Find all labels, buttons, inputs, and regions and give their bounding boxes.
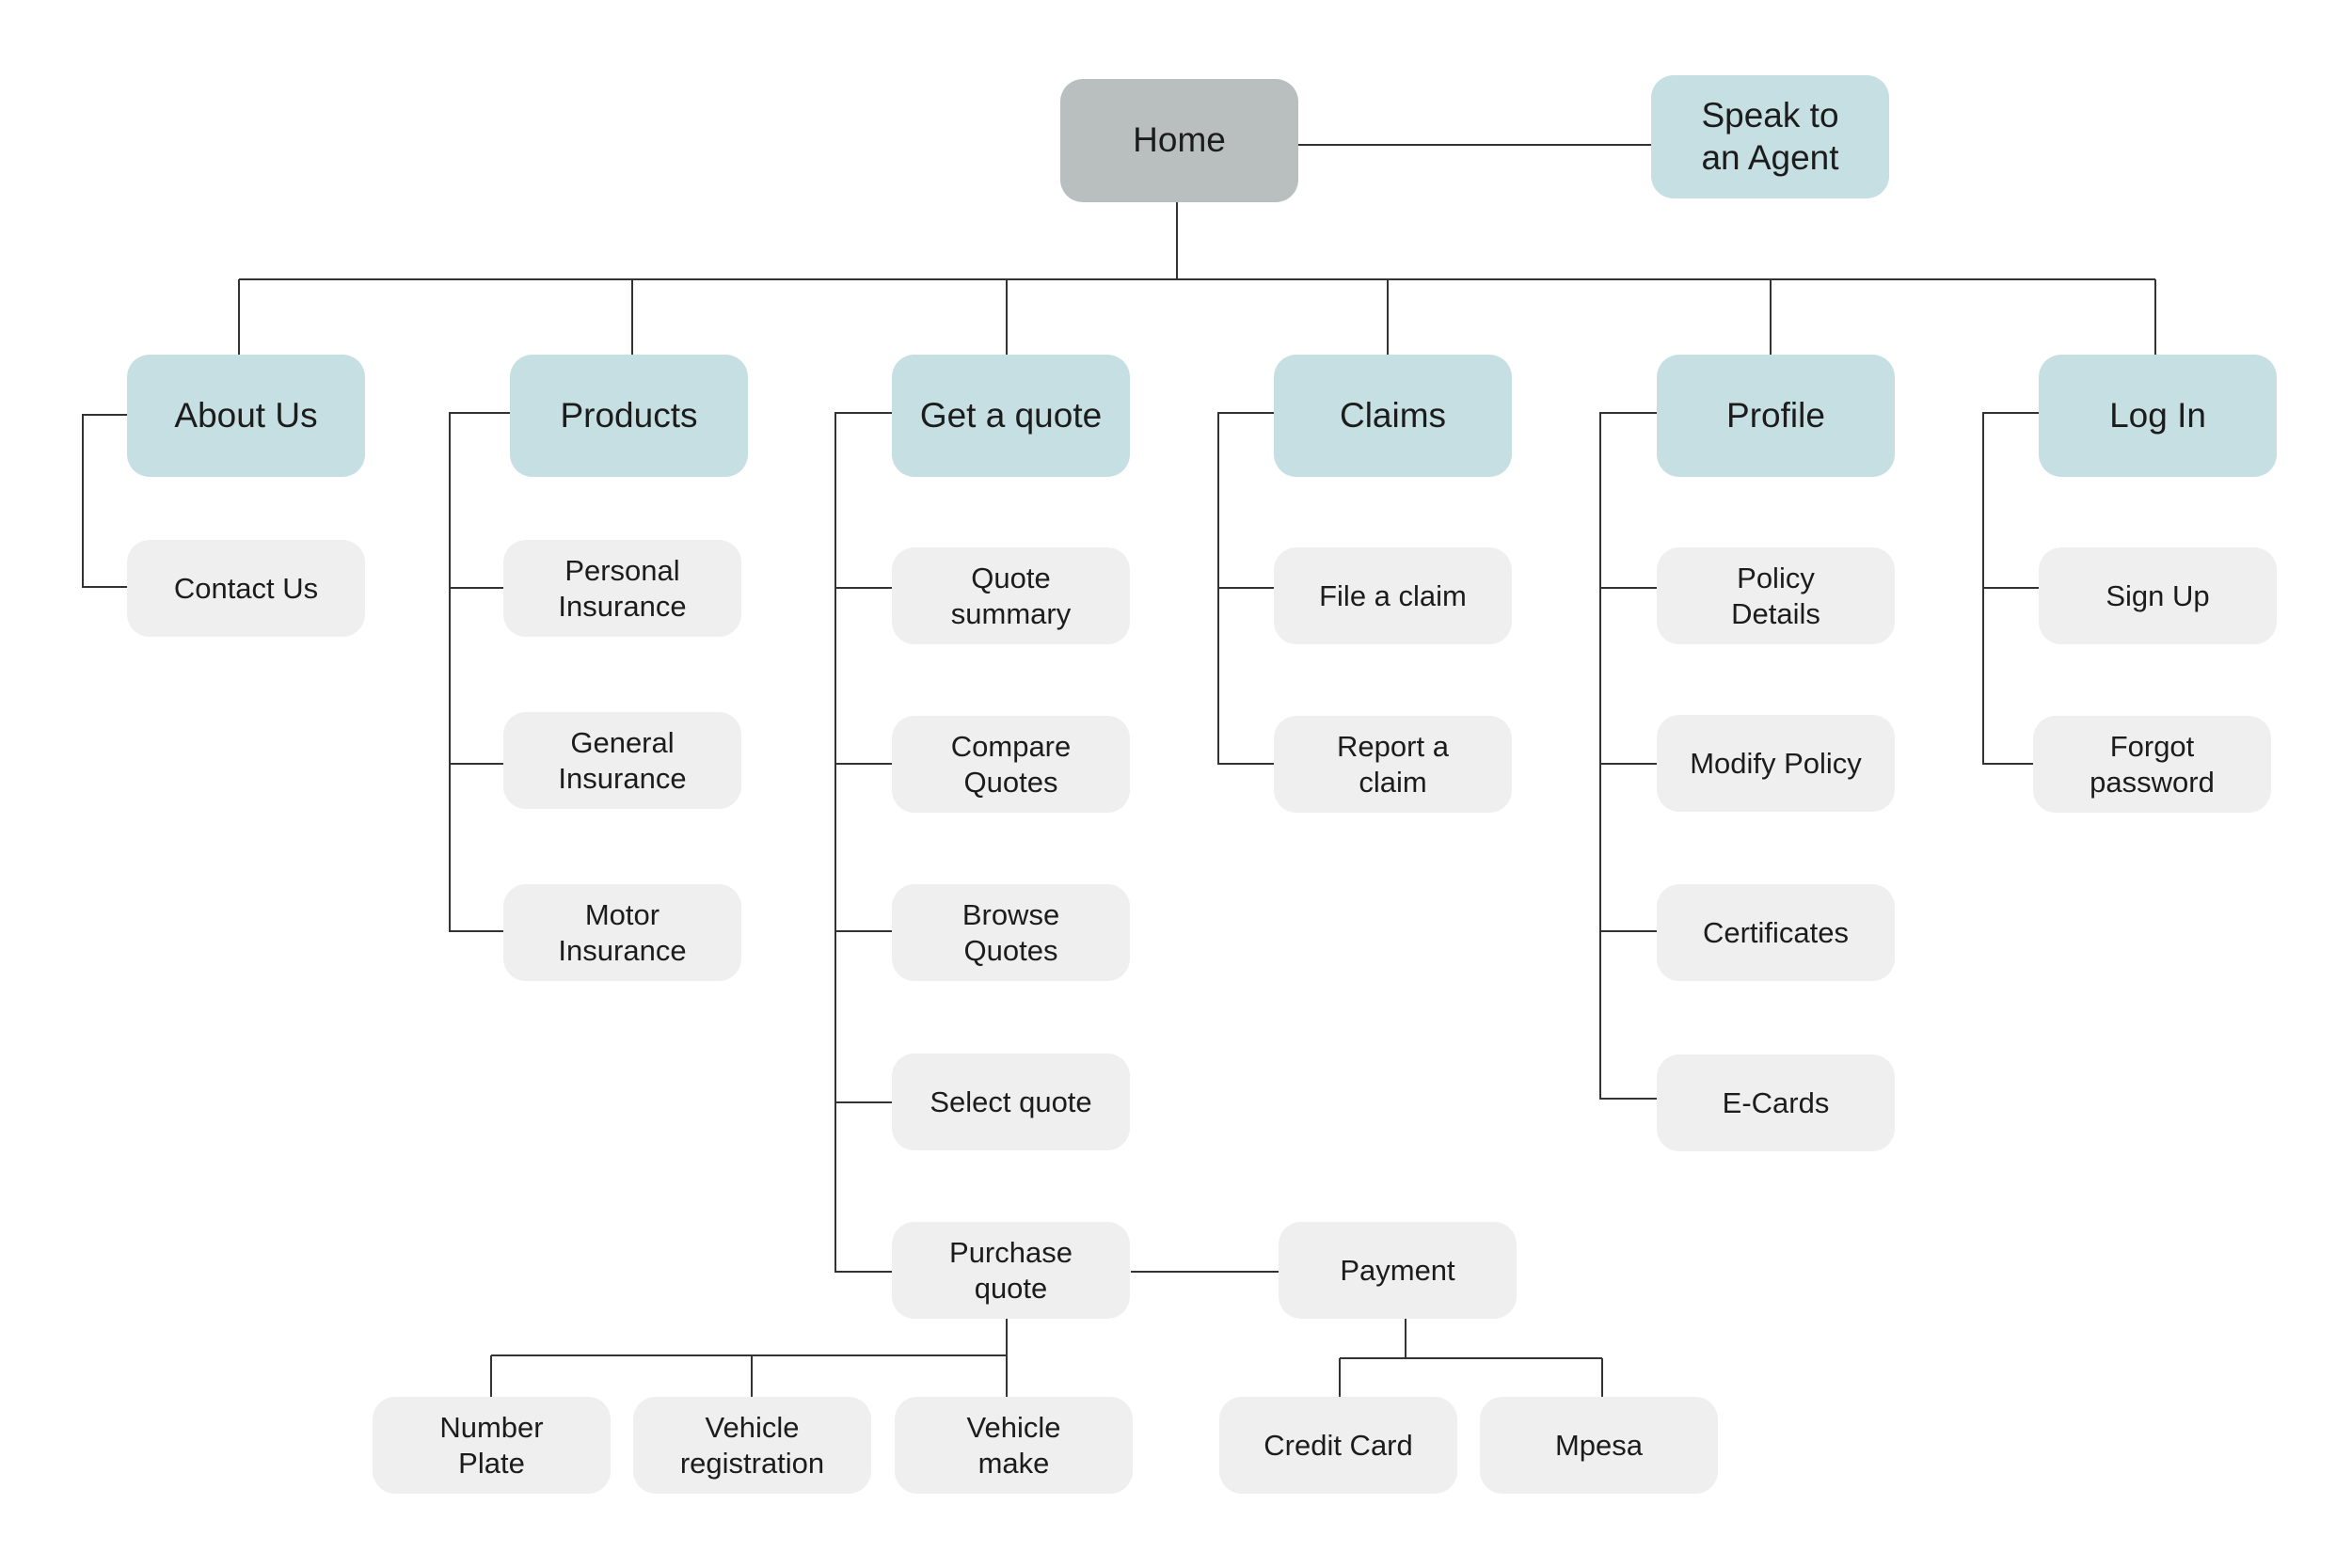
node-mpesa: Mpesa bbox=[1480, 1397, 1718, 1494]
node-browse-quotes: Browse Quotes bbox=[892, 884, 1130, 981]
node-claims: Claims bbox=[1274, 355, 1512, 477]
node-select-quote: Select quote bbox=[892, 1053, 1130, 1150]
node-quote-summary: Quote summary bbox=[892, 547, 1130, 644]
node-report-a-claim: Report a claim bbox=[1274, 716, 1512, 813]
node-products: Products bbox=[510, 355, 748, 477]
node-about-us: About Us bbox=[127, 355, 365, 477]
node-general-insurance: General Insurance bbox=[503, 712, 741, 809]
node-e-cards: E-Cards bbox=[1657, 1054, 1895, 1151]
node-file-a-claim: File a claim bbox=[1274, 547, 1512, 644]
node-speak-to-agent: Speak to an Agent bbox=[1651, 75, 1889, 198]
node-credit-card: Credit Card bbox=[1219, 1397, 1457, 1494]
node-compare-quotes: Compare Quotes bbox=[892, 716, 1130, 813]
node-home: Home bbox=[1060, 79, 1298, 202]
node-number-plate: Number Plate bbox=[373, 1397, 611, 1494]
connector-about-children bbox=[82, 414, 127, 588]
node-forgot-password: Forgot password bbox=[2033, 716, 2271, 813]
node-log-in: Log In bbox=[2039, 355, 2277, 477]
node-policy-details: Policy Details bbox=[1657, 547, 1895, 644]
node-personal-insurance: Personal Insurance bbox=[503, 540, 741, 637]
node-vehicle-registration: Vehicle registration bbox=[633, 1397, 871, 1494]
connector-products-trunk bbox=[449, 412, 510, 932]
node-contact-us: Contact Us bbox=[127, 540, 365, 637]
connector-quote-trunk bbox=[834, 412, 892, 1273]
node-payment: Payment bbox=[1279, 1222, 1517, 1319]
node-modify-policy: Modify Policy bbox=[1657, 715, 1895, 812]
node-purchase-quote: Purchase quote bbox=[892, 1222, 1130, 1319]
connector-profile-trunk bbox=[1599, 412, 1657, 1100]
node-vehicle-make: Vehicle make bbox=[895, 1397, 1133, 1494]
node-sign-up: Sign Up bbox=[2039, 547, 2277, 644]
node-motor-insurance: Motor Insurance bbox=[503, 884, 741, 981]
node-profile: Profile bbox=[1657, 355, 1895, 477]
node-get-a-quote: Get a quote bbox=[892, 355, 1130, 477]
node-certificates: Certificates bbox=[1657, 884, 1895, 981]
